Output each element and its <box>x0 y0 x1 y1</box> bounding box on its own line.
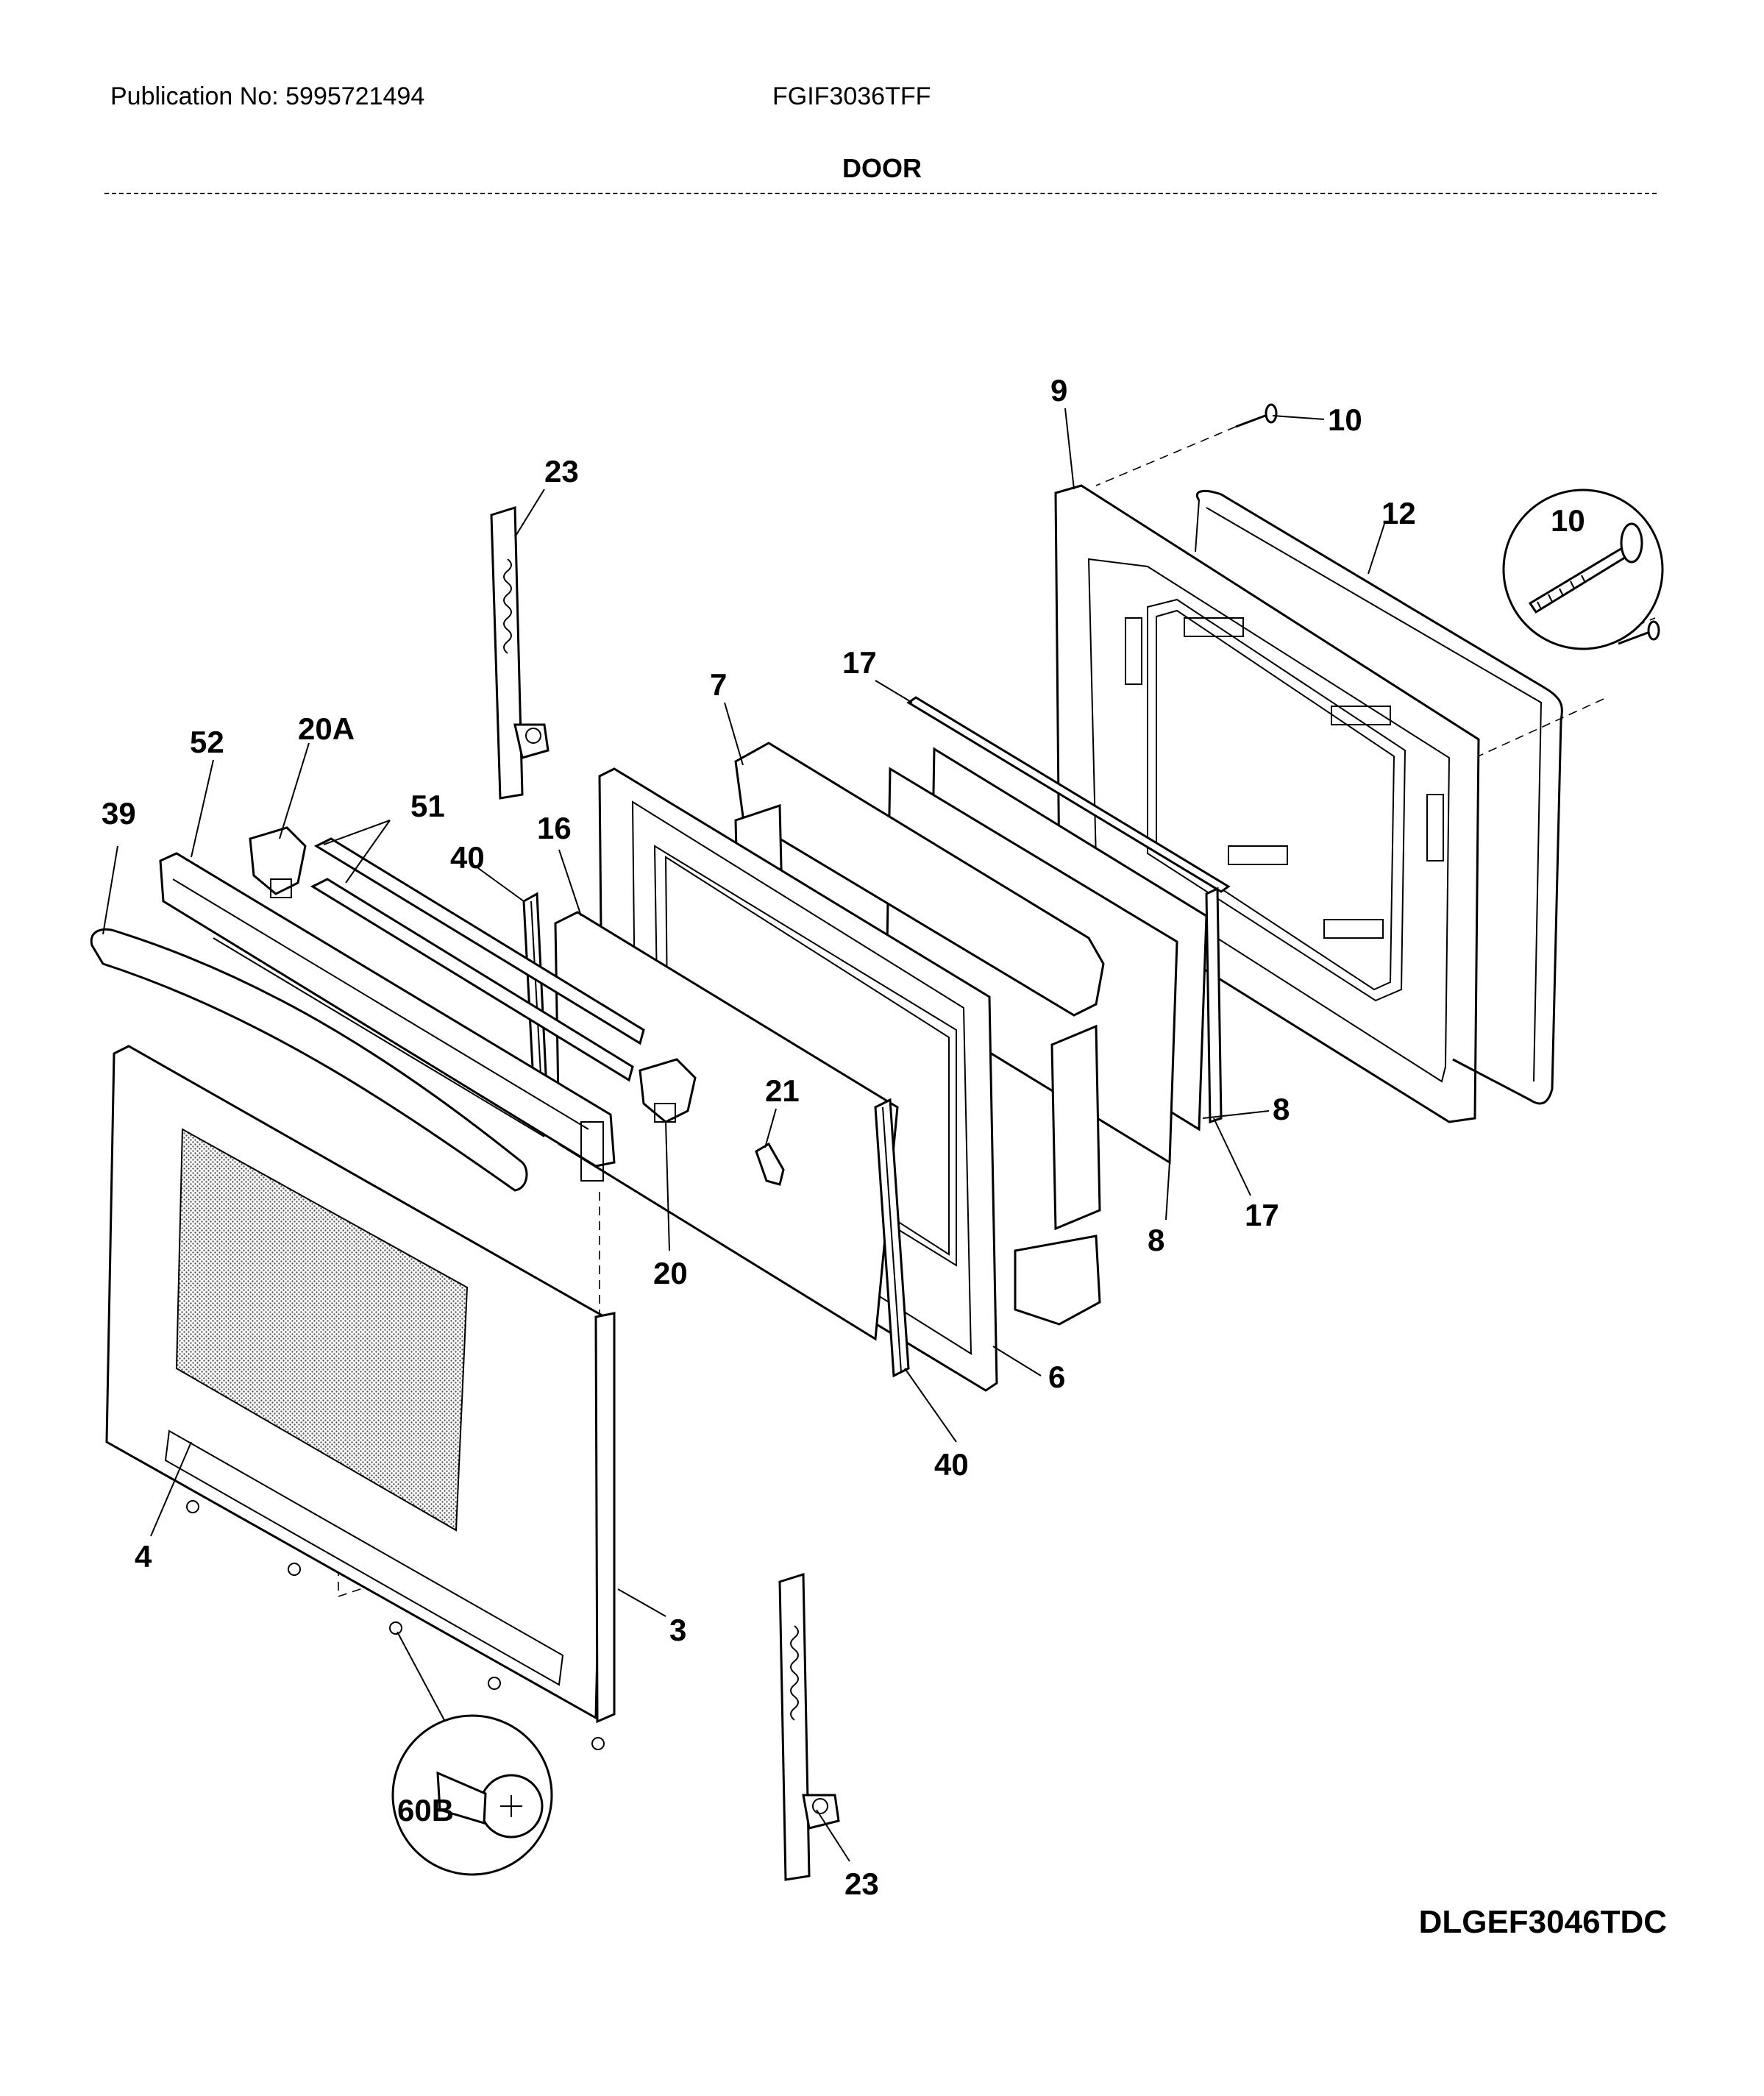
glass-channel-part-17 <box>906 696 1231 1124</box>
callout-leader-lines <box>102 408 1385 1862</box>
side-bracket-part-40a <box>522 892 547 1084</box>
handle-part-39 <box>90 928 528 1192</box>
bracket-part-20A <box>249 826 307 898</box>
callout-51: 51 <box>410 789 445 823</box>
callout-20A: 20A <box>298 711 355 746</box>
diagram-code: DLGEF3046TDC <box>1418 1904 1667 1940</box>
callout-9: 9 <box>1050 373 1067 408</box>
hinge-part-23-top <box>490 505 550 800</box>
callout-10: 10 <box>1328 402 1362 437</box>
callout-40-top: 40 <box>450 840 485 875</box>
bracket-part-20 <box>639 1058 697 1123</box>
header-divider <box>104 193 1657 194</box>
callout-4: 4 <box>135 1539 152 1574</box>
callout-labels: 9 10 10 12 23 17 7 20A 52 51 39 40 16 21… <box>102 373 1585 1901</box>
callout-17-lower: 17 <box>1245 1198 1279 1232</box>
model-number: FGIF3036TFF <box>772 82 931 110</box>
channel-part-51 <box>310 837 645 1082</box>
screw-detail-inset <box>1502 489 1664 650</box>
callout-20: 20 <box>653 1256 688 1290</box>
callout-3: 3 <box>669 1613 686 1647</box>
callout-23-top: 23 <box>544 454 579 489</box>
section-title: DOOR <box>842 153 922 183</box>
callout-21: 21 <box>765 1073 800 1108</box>
callout-23-bottom: 23 <box>844 1866 879 1901</box>
callout-52: 52 <box>190 725 224 759</box>
callout-60B: 60B <box>397 1793 454 1827</box>
callout-40-lower: 40 <box>934 1447 969 1482</box>
outer-door-part-3 <box>105 1045 616 1750</box>
side-bracket-part-40b <box>874 1098 910 1378</box>
callout-10-detail: 10 <box>1551 503 1585 538</box>
callout-6: 6 <box>1048 1360 1065 1394</box>
screw-detail-60B <box>391 1714 553 1876</box>
trim-part-52 <box>159 852 616 1182</box>
publication-number: Publication No: 5995721494 <box>110 82 425 110</box>
callout-12: 12 <box>1381 496 1416 530</box>
callout-39: 39 <box>102 796 136 831</box>
callout-16: 16 <box>537 811 572 845</box>
callout-7: 7 <box>710 667 727 702</box>
door-gasket-part-12 <box>1195 490 1563 1105</box>
clip-part-21 <box>755 1142 785 1186</box>
hinge-part-23-bottom <box>778 1572 840 1881</box>
callout-8-right: 8 <box>1273 1092 1290 1126</box>
callout-17-top: 17 <box>842 645 877 680</box>
screw-part-10 <box>1235 403 1660 645</box>
callout-8-lower: 8 <box>1148 1223 1164 1257</box>
